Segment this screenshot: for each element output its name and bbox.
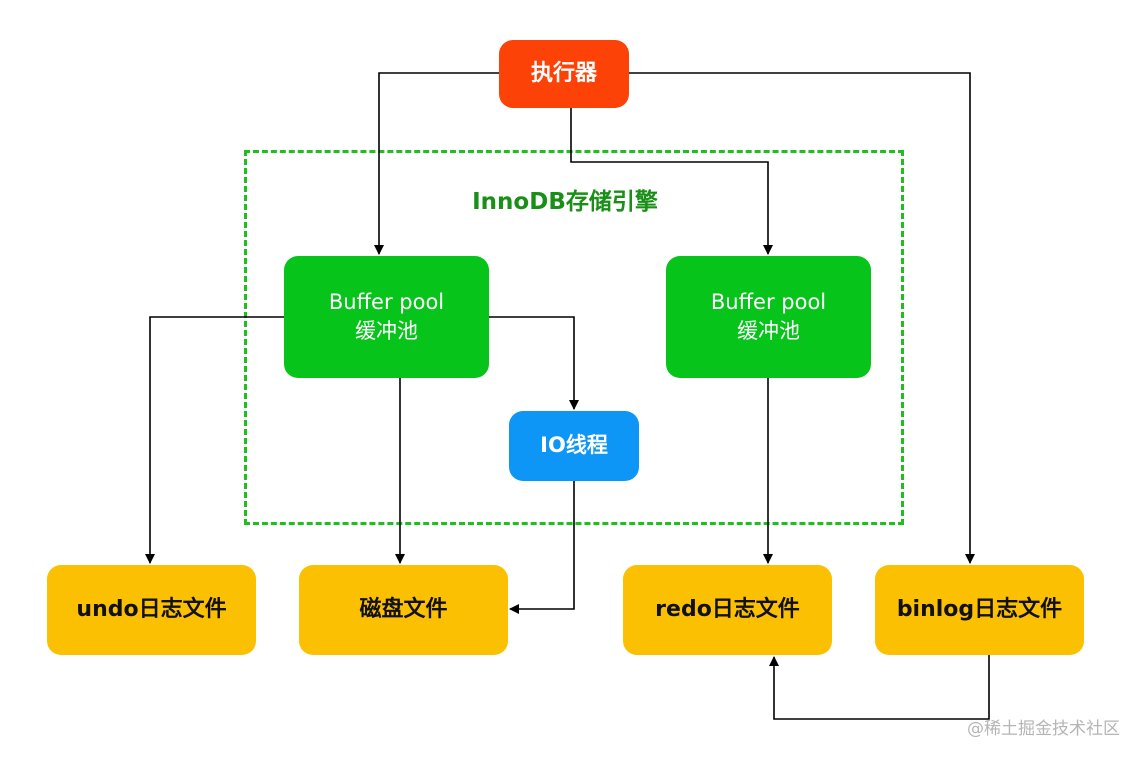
edge-executor-to-left-pool <box>374 72 499 255</box>
binlog-file-node: binlog日志文件 <box>875 565 1084 655</box>
buffer-pool-right-subtitle: 缓冲池 <box>737 319 800 343</box>
buffer-pool-left-node: Buffer pool 缓冲池 <box>284 256 489 378</box>
io-thread-node: IO线程 <box>509 411 639 481</box>
edge-executor-to-right-pool <box>570 108 773 255</box>
watermark-text: @稀土掘金技术社区 <box>967 719 1120 739</box>
undo-log-file-label: undo日志文件 <box>76 596 227 622</box>
edge-left-pool-to-io <box>489 316 579 410</box>
redo-log-file-label: redo日志文件 <box>655 596 800 622</box>
disk-file-label: 磁盘文件 <box>359 596 448 622</box>
disk-file-node: 磁盘文件 <box>299 565 508 655</box>
edge-executor-to-binlog <box>629 72 975 564</box>
undo-log-file-node: undo日志文件 <box>47 565 256 655</box>
edge-binlog-to-redo <box>769 655 990 720</box>
buffer-pool-left-subtitle: 缓冲池 <box>355 319 418 343</box>
edge-left-pool-to-undo <box>145 316 284 564</box>
io-thread-label: IO线程 <box>540 433 608 458</box>
edge-io-to-disk <box>509 481 575 614</box>
redo-log-file-node: redo日志文件 <box>623 565 832 655</box>
buffer-pool-left-title: Buffer pool <box>328 289 445 314</box>
binlog-file-label: binlog日志文件 <box>896 596 1063 622</box>
executor-label: 执行器 <box>530 60 597 86</box>
innodb-engine-label: InnoDB存储引擎 <box>472 189 658 215</box>
buffer-pool-right-title: Buffer pool <box>710 289 827 314</box>
executor-node: 执行器 <box>499 40 629 108</box>
buffer-pool-right-node: Buffer pool 缓冲池 <box>666 256 871 378</box>
